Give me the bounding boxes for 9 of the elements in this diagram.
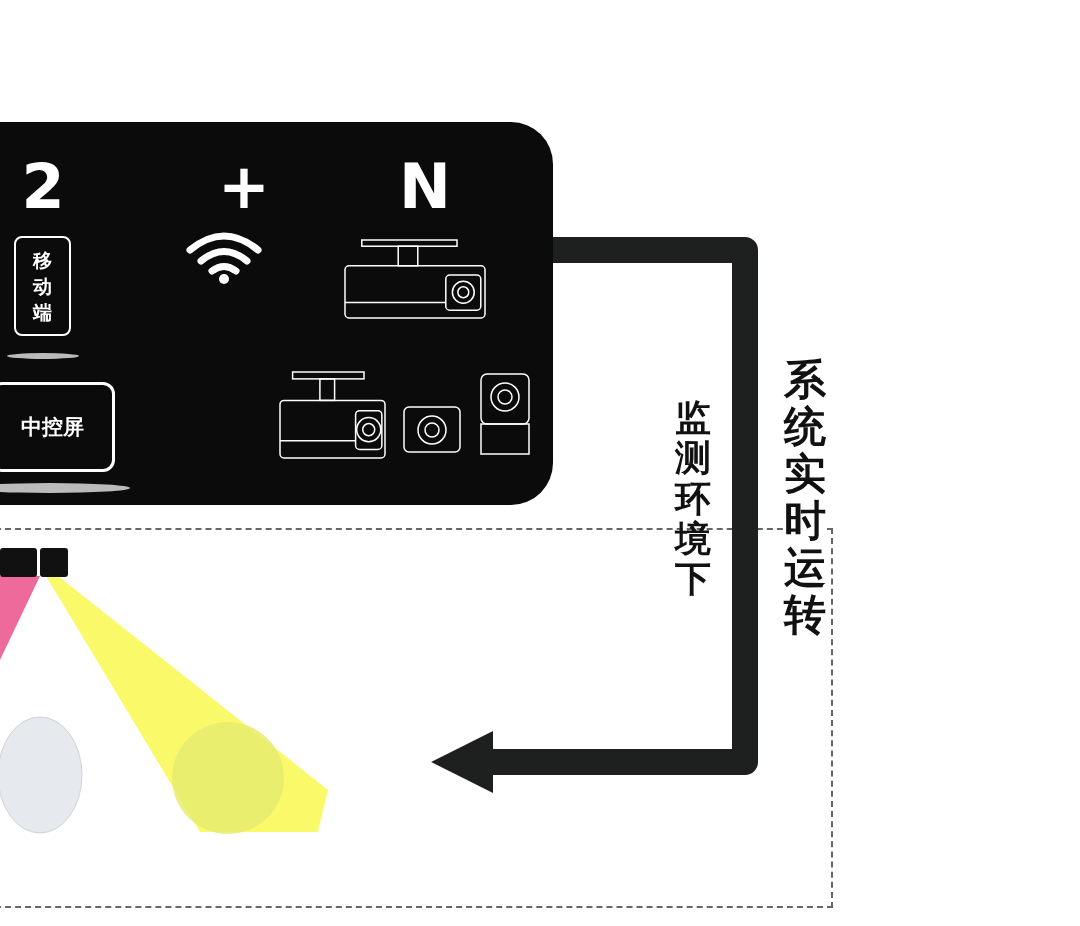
mobile-terminal-box: 移动端: [14, 236, 71, 336]
flow-arrow: [431, 237, 758, 794]
panel-symbol: N: [398, 152, 452, 222]
edge-label: 系统实时运转: [784, 356, 826, 639]
device-panel: [0, 122, 553, 505]
side-note: 监测环境下: [675, 398, 711, 600]
panel-symbol: 2: [20, 152, 66, 222]
panel-symbol: +: [217, 152, 271, 222]
central-screen-box: 中控屏: [0, 382, 115, 472]
